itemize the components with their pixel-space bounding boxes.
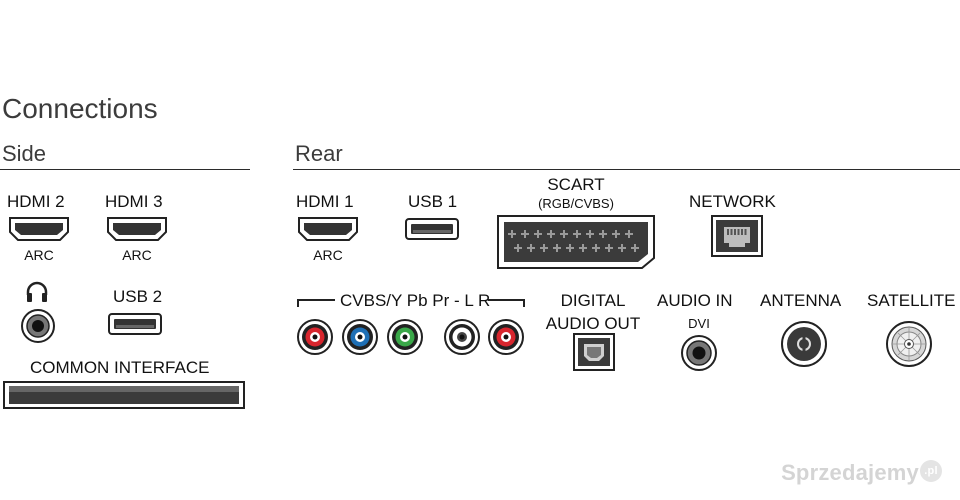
audio-in-label: AUDIO IN [657,291,733,310]
scart-pin [524,230,526,238]
headphone-jack-icon [21,309,55,343]
scart-pin [537,230,539,238]
hdmi2-arc-label: ARC [24,247,54,263]
antenna-label: ANTENNA [760,291,842,310]
hdmi3-arc-label: ARC [122,247,152,263]
watermark-text: Sprzedajemy [781,460,919,485]
scart-pin [530,244,532,252]
digital-audio-out-label-line2: AUDIO OUT [545,314,641,333]
rca-jack-red-audio-icon [488,319,524,355]
component-bracket-left [297,299,335,307]
headphones-icon [26,281,48,302]
scart-pin [543,244,545,252]
optical-port-icon [573,333,615,371]
scart-port-icon [497,215,655,269]
rca-jack-white-icon [444,319,480,355]
scart-pin [517,244,519,252]
scart-pin [556,244,558,252]
scart-pin [608,244,610,252]
scart-pin [576,230,578,238]
scart-pin [615,230,617,238]
rca-jack-green-icon [387,319,423,355]
side-divider [0,169,250,170]
satellite-label: SATELLITE [867,291,956,310]
hdmi3-port-icon [107,217,167,241]
scart-pin [602,230,604,238]
hdmi2-port-icon [9,217,69,241]
audio-in-dvi-label: DVI [688,316,710,331]
scart-sub-label: (RGB/CVBS) [538,196,614,211]
rca-jack-blue-icon [342,319,378,355]
scart-pin [589,230,591,238]
scart-pin [634,244,636,252]
hdmi2-label: HDMI 2 [7,192,65,211]
common-interface-slot-icon [3,381,245,409]
rear-divider [293,169,960,170]
ethernet-port-icon [711,215,763,257]
hdmi1-label: HDMI 1 [296,192,354,211]
hdmi1-arc-label: ARC [313,247,343,263]
component-label: CVBS/Y Pb Pr - L R [340,291,491,310]
watermark-badge: .pl [920,460,942,482]
network-label: NETWORK [689,192,776,211]
watermark-logo: Sprzedajemy.pl [781,460,942,486]
usb2-port-icon [108,313,162,335]
scart-pin [621,244,623,252]
scart-pin [563,230,565,238]
scart-pin [595,244,597,252]
usb1-port-icon [405,218,459,240]
common-interface-label: COMMON INTERFACE [30,358,210,377]
hdmi3-label: HDMI 3 [105,192,163,211]
satellite-connector-icon [886,321,932,367]
usb2-label: USB 2 [113,287,163,306]
hdmi1-port-icon [298,217,358,241]
antenna-connector-icon [781,321,827,367]
rca-jack-red-icon [297,319,333,355]
rear-heading: Rear [295,141,343,166]
usb1-label: USB 1 [408,192,458,211]
side-heading: Side [2,141,47,166]
scart-pin [582,244,584,252]
scart-pin [550,230,552,238]
scart-label: SCART [547,175,605,194]
digital-audio-out-label-line1: DIGITAL [560,291,626,310]
component-bracket-right [488,299,525,307]
scart-pin [628,230,630,238]
scart-pin [569,244,571,252]
scart-pin [511,230,513,238]
audio-in-jack-icon [681,335,717,371]
page-title: Connections [2,93,158,124]
